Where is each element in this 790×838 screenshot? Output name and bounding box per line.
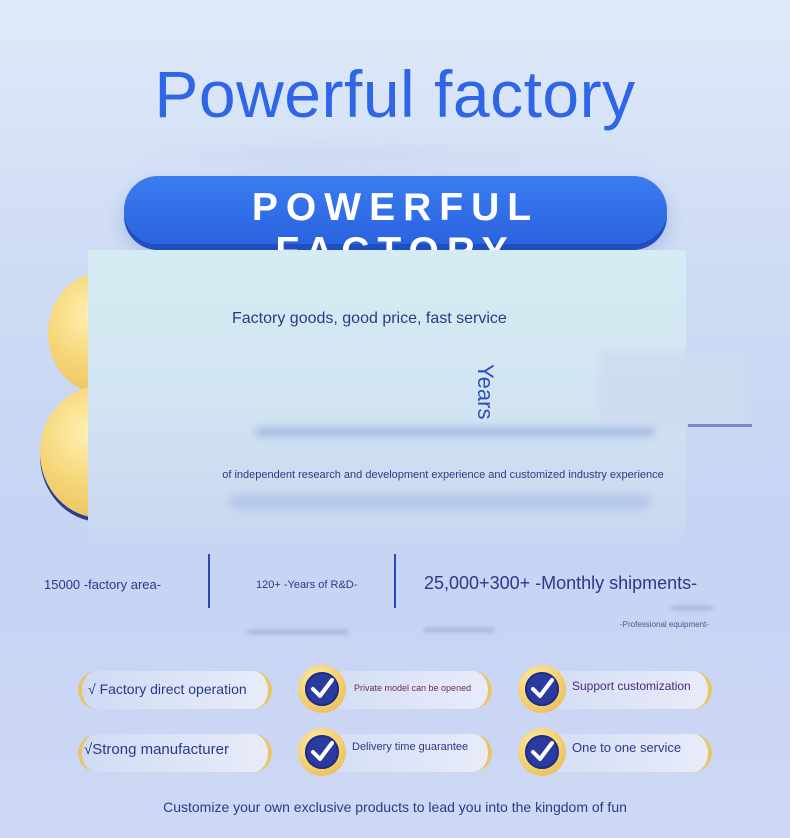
feature-strong-manufacturer: √Strong manufacturer — [78, 734, 272, 772]
blurred-text-smudge — [672, 606, 712, 610]
years-label: Years — [473, 364, 498, 420]
footer-tagline: Customize your own exclusive products to… — [163, 799, 627, 815]
monthly-shipments-stat: 25,000+300+ -Monthly shipments- — [424, 573, 698, 593]
check-badge — [518, 728, 566, 776]
check-badge — [298, 665, 346, 713]
card-subtitle: Factory goods, good price, fast service — [232, 310, 507, 327]
feature-label: Delivery time guarantee — [352, 741, 469, 753]
feature-label: √ Factory direct operation — [88, 681, 247, 697]
feature-delivery-guarantee: Delivery time guarantee — [298, 728, 492, 776]
feature-bar — [78, 734, 272, 772]
feature-bar — [78, 671, 272, 709]
feature-private-model: Private model can be opened — [298, 665, 492, 713]
check-icon — [305, 672, 339, 706]
card-glow-decoration — [600, 352, 750, 426]
feature-support-customization: Support customization — [518, 665, 712, 713]
factory-area-stat: 15000 -factory area- — [44, 577, 162, 592]
experience-text: of independent research and development … — [222, 469, 664, 481]
info-card — [88, 250, 686, 542]
check-icon — [525, 672, 559, 706]
page-title: Powerful factory — [154, 57, 636, 131]
check-icon — [525, 735, 559, 769]
title-banner — [124, 176, 667, 244]
stat-divider — [394, 554, 396, 608]
check-badge — [298, 728, 346, 776]
feature-label: Private model can be opened — [354, 683, 472, 693]
feature-label: One to one service — [572, 740, 682, 755]
card-underline-decoration — [688, 424, 752, 427]
professional-equipment-label: -Professional equipment- — [620, 620, 709, 629]
blurred-text-smudge — [424, 628, 494, 632]
blurred-text-smudge — [230, 495, 650, 509]
stat-divider — [208, 554, 210, 608]
blurred-text-smudge — [248, 630, 348, 634]
feature-factory-direct: √ Factory direct operation — [78, 671, 272, 709]
feature-label: Support customization — [572, 679, 691, 693]
rd-years-stat: 120+ -Years of R&D- — [256, 579, 358, 591]
check-badge — [518, 665, 566, 713]
feature-one-to-one-service: One to one service — [518, 728, 712, 776]
blurred-text-smudge — [255, 428, 655, 436]
check-icon — [305, 735, 339, 769]
feature-label: √Strong manufacturer — [84, 741, 229, 758]
blurred-decoration — [140, 146, 660, 168]
